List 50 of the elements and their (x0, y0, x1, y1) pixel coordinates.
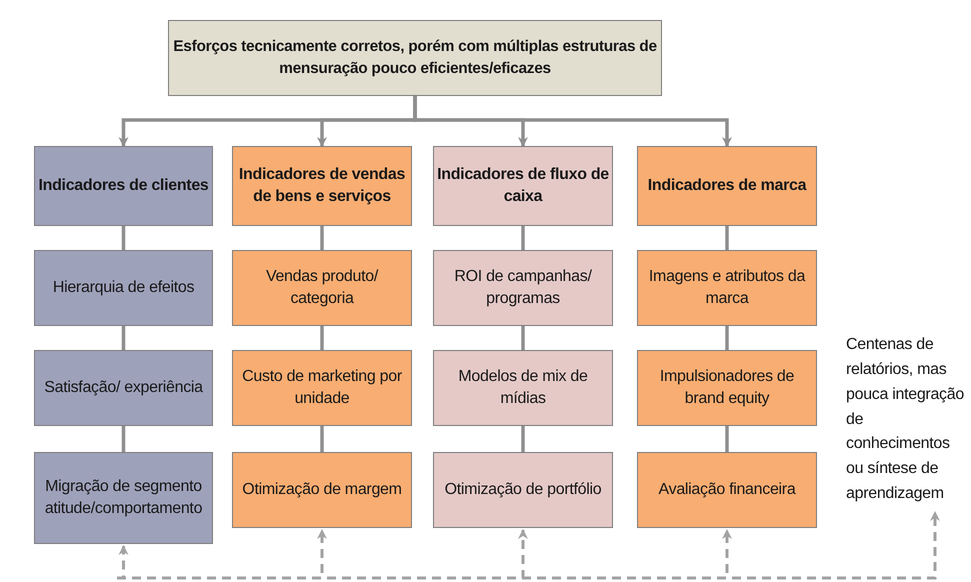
metric-label: Impulsionadores de brand equity (658, 366, 796, 409)
metric-label: Migração de segmento atitude/comportamento (44, 476, 204, 519)
metric-label: Imagens e atributos da marca (648, 266, 806, 309)
metric-box (637, 452, 817, 528)
note-text: Centenas de relatórios, mas pouca integração de conhecimentos ou síntese de aprendizagem (845, 335, 965, 504)
heading-text: Esforços tecnicamente corretos, porém com múltiplas estruturas de mensuração pouco eficientes/eficazes (172, 37, 658, 79)
metric-box (34, 452, 213, 544)
connector-line (521, 426, 525, 452)
metric-box (433, 350, 613, 426)
category-title: Indicadores de vendas de bens e serviços (238, 164, 406, 207)
metric-label: Custo de marketing por unidade (241, 366, 403, 409)
connector-line (122, 226, 126, 250)
connector-line (725, 326, 729, 350)
metric-label: Hierarquia de efeitos (52, 278, 196, 298)
connector-line (320, 326, 324, 350)
metric-box (433, 452, 613, 528)
category-header-box (433, 146, 613, 226)
category-header-box (637, 146, 817, 226)
metric-box (232, 350, 412, 426)
category-title: Indicadores de fluxo de caixa (436, 164, 610, 207)
dashed-arrow (117, 511, 940, 580)
heading-box (168, 20, 662, 96)
metric-box (34, 350, 213, 426)
connector-line (320, 226, 324, 250)
metric-label: Satisfação/ experiência (43, 378, 204, 398)
metric-label: Otimização de portfólio (444, 480, 602, 500)
metric-label: ROI de campanhas/ programas (453, 266, 593, 309)
connector-line (122, 426, 126, 452)
dashed-arrow (117, 545, 128, 580)
metric-box (232, 250, 412, 326)
metric-box (637, 350, 817, 426)
connector-line (725, 226, 729, 250)
metric-label: Avaliação financeira (658, 480, 797, 500)
metric-box (433, 250, 613, 326)
connector-line (521, 226, 525, 250)
metric-label: Vendas produto/ categoria (264, 266, 380, 309)
metric-box (637, 250, 817, 326)
connector-line (725, 426, 729, 452)
connector-line (320, 426, 324, 452)
metric-box (232, 452, 412, 528)
arrow (413, 96, 732, 147)
category-header-box (232, 146, 412, 226)
metric-label: Modelos de mix de mídias (457, 366, 589, 409)
connector-line (521, 326, 525, 350)
connector-line (122, 326, 126, 350)
category-header-box (34, 146, 213, 226)
category-title: Indicadores de marca (646, 176, 808, 196)
metric-box (34, 250, 213, 326)
category-title: Indicadores de clientes (37, 176, 210, 196)
metric-label: Otimização de margem (241, 480, 403, 500)
